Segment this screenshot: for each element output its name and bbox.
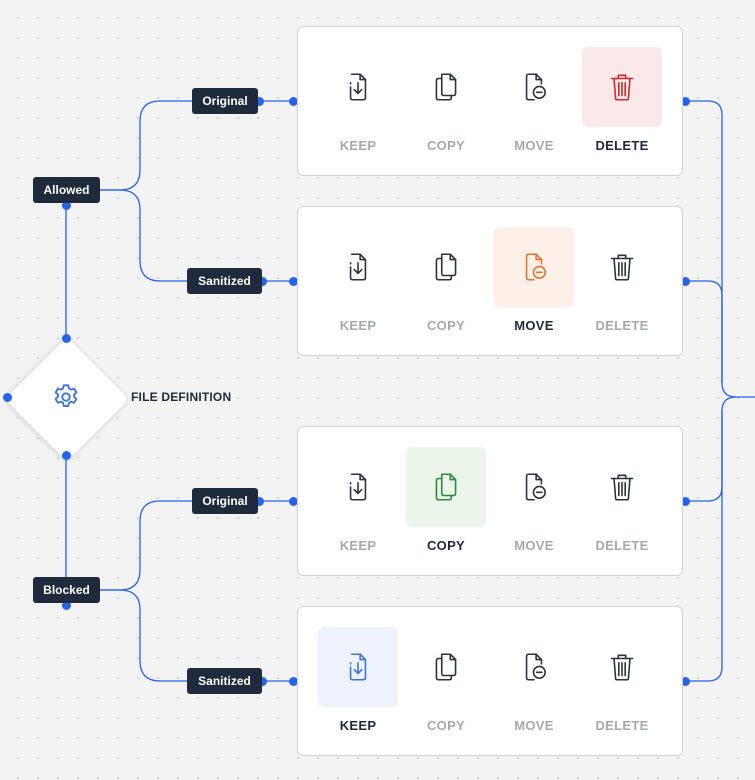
branch-port[interactable] [258,677,267,686]
action-copy-button[interactable] [406,447,486,527]
connector-allowed-sanitized [100,189,187,282]
action-delete-label: DELETE [595,318,649,333]
file-move-icon [525,473,546,501]
allowed-port[interactable] [62,201,71,210]
action-copy-button[interactable] [406,47,486,127]
action-delete-label: DELETE [595,538,649,553]
action-copy-label: COPY [426,538,466,553]
file-download-icon [349,653,367,681]
branch-tag-blocked-sanitized[interactable]: Sanitized [187,668,262,694]
action-copy-label: COPY [426,138,466,153]
action-copy-button[interactable] [406,227,486,307]
trash-icon [610,474,634,501]
action-delete-label: DELETE [595,138,649,153]
action-keep-label: KEEP [339,318,377,333]
branch-port[interactable] [255,97,264,106]
action-keep-label: KEEP [339,538,377,553]
action-move-label: MOVE [514,718,554,733]
file-definition-label: FILE DEFINITION [131,390,232,404]
group-tag-allowed[interactable]: Allowed [33,177,100,203]
connector-out-2 [686,280,723,383]
copy-icon [435,253,457,281]
gear-icon [54,384,78,407]
branch-port[interactable] [255,497,264,506]
action-card-blocked-sanitized: KEEP COPY MOVE DELETE [297,606,683,756]
branch-port[interactable] [258,277,267,286]
file-move-icon [525,253,546,281]
action-delete-button[interactable] [582,447,662,527]
connector-out-4 [686,411,723,682]
action-keep-button[interactable] [318,227,398,307]
action-move-button[interactable] [494,47,574,127]
file-download-icon [349,253,367,281]
action-keep-label: KEEP [339,718,377,733]
card-out-port[interactable] [681,277,690,286]
card-out-port[interactable] [681,497,690,506]
blocked-port[interactable] [62,601,71,610]
trash-icon [610,654,634,681]
copy-icon [435,473,457,501]
card-in-port[interactable] [289,97,298,106]
action-move-button[interactable] [494,447,574,527]
action-copy-button[interactable] [406,627,486,707]
branch-tag-allowed-sanitized[interactable]: Sanitized [187,268,262,294]
connector-allowed-original [100,100,192,191]
connector-out-1 [686,100,755,398]
action-card-blocked-original: KEEP COPY MOVE DELETE [297,426,683,576]
action-delete-button[interactable] [582,627,662,707]
action-move-label: MOVE [514,538,554,553]
trash-icon [610,254,634,281]
connector-blocked-sanitized [100,589,187,682]
root-input-port[interactable] [3,393,12,402]
action-move-label: MOVE [514,138,554,153]
branch-tag-allowed-original[interactable]: Original [192,88,258,114]
card-in-port[interactable] [289,497,298,506]
card-in-port[interactable] [289,277,298,286]
file-move-icon [525,73,546,101]
connector-out-3 [686,396,737,502]
action-move-button[interactable] [494,627,574,707]
action-delete-button[interactable] [582,227,662,307]
root-top-port[interactable] [62,334,71,343]
copy-icon [435,73,457,101]
file-move-icon [525,653,546,681]
file-download-icon [349,73,367,101]
action-card-allowed-original: KEEP COPY MOVE DELETE [297,26,683,176]
root-bottom-port[interactable] [62,451,71,460]
action-keep-button[interactable] [318,447,398,527]
connector-blocked-original [100,500,192,591]
action-keep-button[interactable] [318,47,398,127]
action-copy-label: COPY [426,318,466,333]
action-move-button[interactable] [494,227,574,307]
action-move-label: MOVE [514,318,554,333]
action-delete-label: DELETE [595,718,649,733]
file-download-icon [349,473,367,501]
action-copy-label: COPY [426,718,466,733]
card-out-port[interactable] [681,677,690,686]
branch-tag-blocked-original[interactable]: Original [192,488,258,514]
card-in-port[interactable] [289,677,298,686]
action-keep-button[interactable] [318,627,398,707]
action-keep-label: KEEP [339,138,377,153]
group-tag-blocked[interactable]: Blocked [33,577,100,603]
copy-icon [435,653,457,681]
trash-icon [610,74,634,101]
card-out-port[interactable] [681,97,690,106]
action-delete-button[interactable] [582,47,662,127]
action-card-allowed-sanitized: KEEP COPY MOVE DELETE [297,206,683,356]
